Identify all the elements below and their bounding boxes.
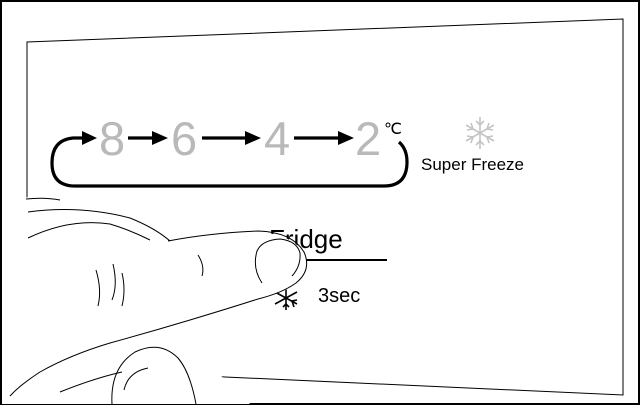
snowflake-icon bbox=[274, 286, 298, 310]
arrow-head bbox=[82, 131, 97, 145]
arrow-head bbox=[338, 131, 354, 145]
temp-8[interactable]: 8 bbox=[99, 112, 125, 165]
arrow-head bbox=[245, 131, 261, 145]
celsius-unit: ℃ bbox=[384, 121, 402, 138]
snowflake-icon[interactable] bbox=[465, 117, 495, 149]
hold-duration-label: 3sec bbox=[318, 285, 360, 307]
temp-2[interactable]: 2 bbox=[355, 112, 381, 165]
cycle-loop-arrow bbox=[50, 136, 409, 188]
hand-illustration bbox=[2, 196, 308, 405]
temp-4[interactable]: 4 bbox=[264, 112, 290, 165]
temp-6[interactable]: 6 bbox=[171, 112, 197, 165]
arrow-head bbox=[152, 131, 168, 145]
super-freeze-label[interactable]: Super Freeze bbox=[421, 155, 524, 174]
